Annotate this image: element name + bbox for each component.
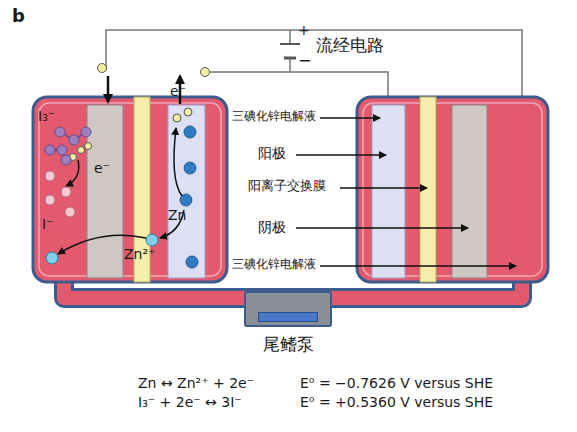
leader-arrow xyxy=(296,118,516,266)
circuit-wire xyxy=(106,30,522,97)
zinc-atom xyxy=(180,126,198,268)
battery-symbol xyxy=(280,30,300,60)
electron-label: e⁻ xyxy=(94,160,110,176)
circuit-label: 流经电路 xyxy=(316,36,384,56)
pump-body xyxy=(244,291,332,327)
ion-label: I₃⁻ xyxy=(38,108,55,124)
ion-label: I⁻ xyxy=(42,216,54,232)
pump-label: 尾鳍泵 xyxy=(244,333,332,356)
iodide xyxy=(45,171,75,217)
equation: E⁰ = +0.5360 V versus SHE xyxy=(300,394,493,410)
cathode-plate xyxy=(452,105,487,278)
part-label: 三碘化锌电解液 xyxy=(232,110,316,124)
anode-plate xyxy=(168,105,205,278)
membrane xyxy=(420,97,436,282)
pump: 尾鳍泵 xyxy=(244,291,332,356)
part-label: 三碘化锌电解液 xyxy=(232,258,316,272)
left-tank xyxy=(33,97,227,282)
pump-window xyxy=(258,312,318,322)
electron-dot xyxy=(70,64,210,161)
atom-label: Zn xyxy=(168,207,186,223)
panel-letter: b xyxy=(12,6,25,27)
terminal-sign: + xyxy=(298,22,310,38)
terminal-sign: − xyxy=(298,52,311,70)
equation: Zn ↔ Zn²⁺ + 2e⁻ xyxy=(138,375,254,391)
equation: I₃⁻ + 2e⁻ ↔ 3I⁻ xyxy=(138,394,242,410)
right-tank xyxy=(357,97,548,282)
ion-label: Zn²⁺ xyxy=(124,246,155,262)
part-label: 阳离子交换膜 xyxy=(248,179,326,194)
electron-label: e⁻ xyxy=(170,83,186,99)
cathode-plate xyxy=(87,105,123,278)
part-label: 阴极 xyxy=(258,219,286,235)
triiodide xyxy=(45,127,91,165)
anode-plate xyxy=(372,105,405,278)
zinc-ion xyxy=(146,234,158,246)
zinc-ion xyxy=(46,252,58,264)
part-label: 阳极 xyxy=(258,145,286,161)
equation: E⁰ = −0.7626 V versus SHE xyxy=(300,375,493,391)
